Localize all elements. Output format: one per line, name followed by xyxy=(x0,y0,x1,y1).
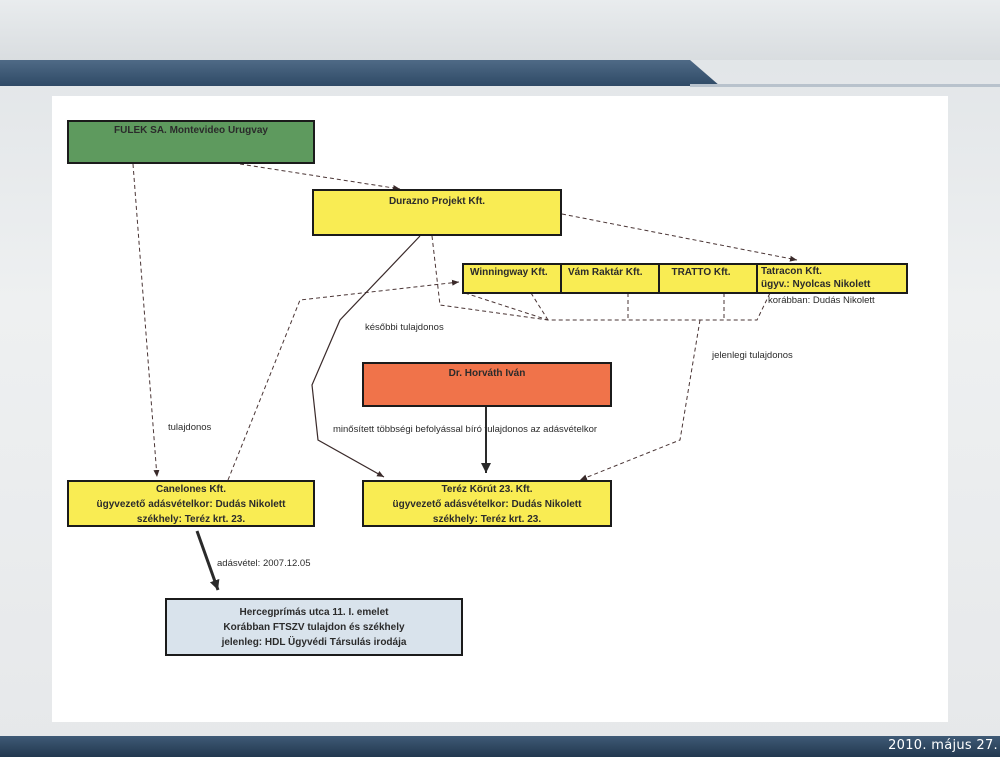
node-vamraktar-line-1: Vám Raktár Kft. xyxy=(568,267,643,278)
node-vamraktar: Vám Raktár Kft. xyxy=(560,263,660,294)
node-tatracon-line-2: ügyv.: Nyolcas Nikolett xyxy=(761,279,871,290)
node-durazno: Durazno Projekt Kft. xyxy=(312,189,562,236)
node-canelones-line-3: székhely: Teréz krt. 23. xyxy=(136,514,246,525)
node-terez-line-2: ügyvezető adásvételkor: Dudás Nikolett xyxy=(392,499,582,510)
label-korabban: korábban: Dudás Nikolett xyxy=(768,295,875,306)
node-hercegprimas: Hercegprímás utca 11. I. emelet Korábban… xyxy=(165,598,463,656)
header-bar-line xyxy=(690,84,1000,87)
node-tatracon-line-1: Tatracon Kft. xyxy=(761,266,822,277)
node-canelones: Canelones Kft. ügyvezető adásvételkor: D… xyxy=(67,480,315,527)
edge-canelones-winningway xyxy=(227,279,460,481)
node-hercegprimas-line-3: jelenleg: HDL Ügyvédi Társulás irodája xyxy=(221,637,407,648)
node-terez-line-1: Teréz Körút 23. Kft. xyxy=(441,484,533,495)
node-tatracon: Tatracon Kft. ügyv.: Nyolcas Nikolett xyxy=(756,263,908,294)
node-horvath: Dr. Horváth Iván xyxy=(362,362,612,407)
label-minositett: minősített többségi befolyással bíró tul… xyxy=(333,424,598,435)
header-bar xyxy=(0,60,720,86)
node-terez-line-3: székhely: Teréz krt. 23. xyxy=(432,514,542,525)
node-fulek: FULEK SA. Montevideo Urugvay xyxy=(67,120,315,164)
label-adasvetel: adásvétel: 2007.12.05 xyxy=(217,558,311,569)
node-hercegprimas-line-2: Korábban FTSZV tulajdon és székhely xyxy=(223,622,405,633)
edge-durazno-bracket xyxy=(431,235,549,321)
edge-durazno-terez xyxy=(311,235,421,478)
header-band xyxy=(0,0,1000,60)
node-canelones-line-2: ügyvezető adásvételkor: Dudás Nikolett xyxy=(96,499,286,510)
edge-bracket-terez xyxy=(579,319,701,481)
node-tratto-line-1: TRATTO Kft. xyxy=(671,267,731,278)
node-terez: Teréz Körút 23. Kft. ügyvezető adásvétel… xyxy=(362,480,612,527)
node-tratto: TRATTO Kft. xyxy=(658,263,758,294)
edge-fulek-durazno xyxy=(239,163,401,191)
node-winningway-line-1: Winningway Kft. xyxy=(470,267,548,278)
footer-bar xyxy=(0,736,1000,757)
footer-date: 2010. május 27. xyxy=(888,738,998,753)
edge-fulek-canelones xyxy=(132,163,160,478)
label-jelenlegi-tulajdonos: jelenlegi tulajdonos xyxy=(712,350,793,361)
label-tulajdonos: tulajdonos xyxy=(168,422,212,433)
node-canelones-line-1: Canelones Kft. xyxy=(155,484,226,495)
edge-canelones-hercegprimas xyxy=(195,530,220,591)
edge-durazno-tatracon xyxy=(561,213,798,262)
node-winningway: Winningway Kft. xyxy=(462,263,562,294)
node-hercegprimas-line-1: Hercegprímás utca 11. I. emelet xyxy=(239,607,389,618)
bracket-bottom xyxy=(464,292,771,321)
node-durazno-line-1: Durazno Projekt Kft. xyxy=(388,196,486,207)
bracket-tick-winningway xyxy=(530,292,549,321)
node-horvath-line-1: Dr. Horváth Iván xyxy=(448,368,526,379)
node-fulek-line-1: FULEK SA. Montevideo Urugvay xyxy=(114,125,268,136)
label-kesobbi-tulajdonos: későbbi tulajdonos xyxy=(365,322,444,333)
